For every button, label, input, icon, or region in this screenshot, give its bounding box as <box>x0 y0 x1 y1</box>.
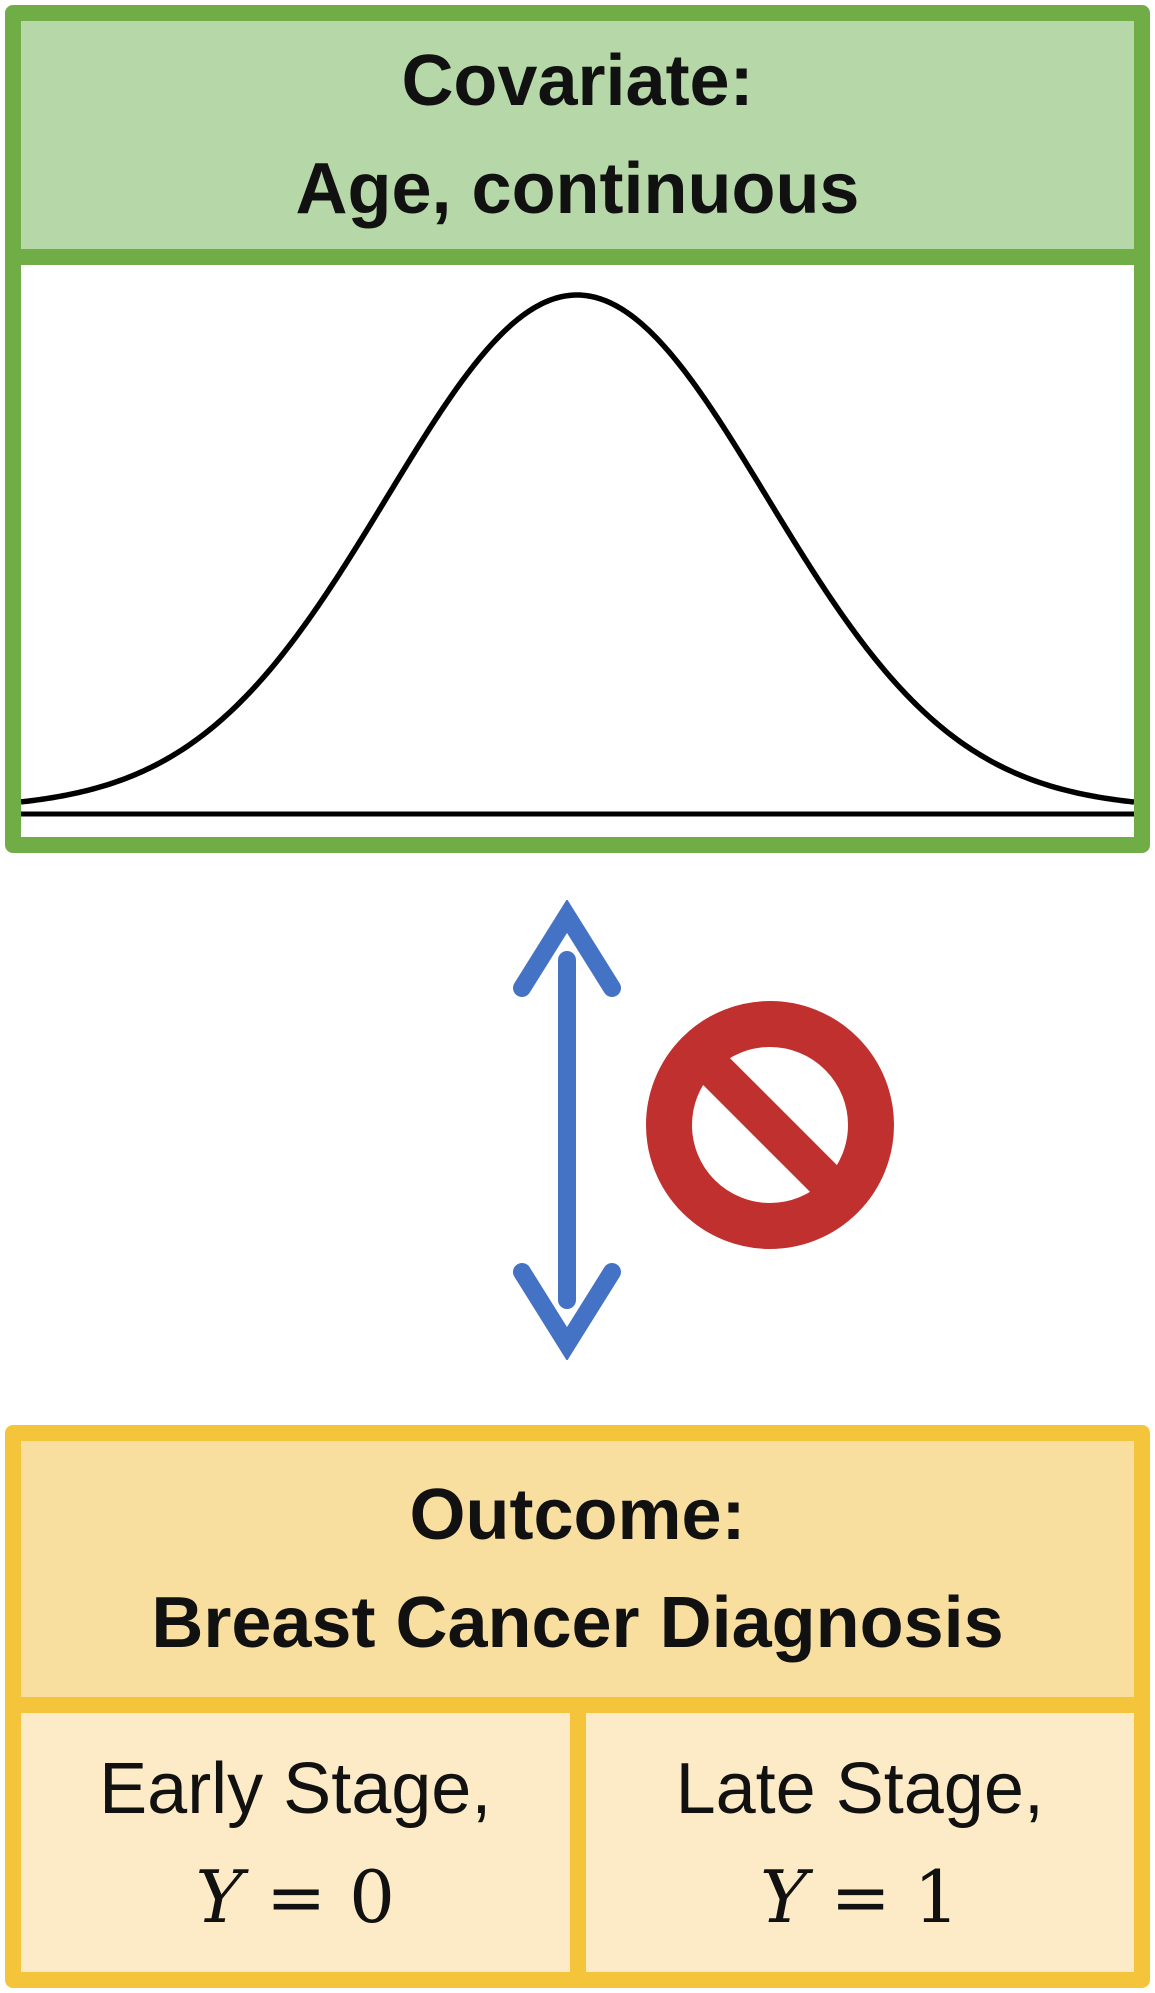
covariate-header: Covariate: Age, continuous <box>21 21 1134 265</box>
covariate-box: Covariate: Age, continuous <box>5 5 1150 853</box>
outcome-early-stage: Early Stage, Y = 0 <box>21 1713 570 1972</box>
early-stage-label: Early Stage, <box>99 1748 492 1829</box>
distribution-plot <box>21 265 1134 837</box>
equation-operator: = <box>830 1854 891 1939</box>
outcome-header: Outcome: Breast Cancer Diagnosis <box>21 1441 1134 1713</box>
equation-value: 1 <box>913 1854 960 1939</box>
covariate-title: Covariate: <box>401 41 754 121</box>
outcome-late-stage: Late Stage, Y = 1 <box>585 1713 1134 1972</box>
prohibited-sign-icon <box>646 1001 894 1249</box>
equation-operator: = <box>265 1854 327 1939</box>
bell-curve-icon <box>21 292 1134 817</box>
no-association-sign <box>645 1000 895 1255</box>
early-stage-equation: Y = 0 <box>196 1843 395 1951</box>
outcome-categories: Early Stage, Y = 0 Late Stage, Y = 1 <box>21 1713 1134 1972</box>
bell-curve-line <box>21 292 1134 805</box>
outcome-title: Outcome: <box>409 1475 746 1555</box>
outcome-subtitle: Breast Cancer Diagnosis <box>151 1583 1004 1663</box>
late-stage-equation: Y = 1 <box>760 1843 959 1951</box>
cell-divider <box>569 1713 586 1972</box>
equation-variable: Y <box>195 1854 244 1939</box>
relationship-arrow <box>512 899 622 1365</box>
equation-value: 0 <box>349 1854 395 1939</box>
double-headed-arrow-icon <box>513 899 621 1361</box>
outcome-box: Outcome: Breast Cancer Diagnosis Early S… <box>5 1425 1150 1988</box>
equation-variable: Y <box>760 1854 808 1939</box>
covariate-subtitle: Age, continuous <box>295 149 860 229</box>
late-stage-label: Late Stage, <box>675 1748 1044 1829</box>
